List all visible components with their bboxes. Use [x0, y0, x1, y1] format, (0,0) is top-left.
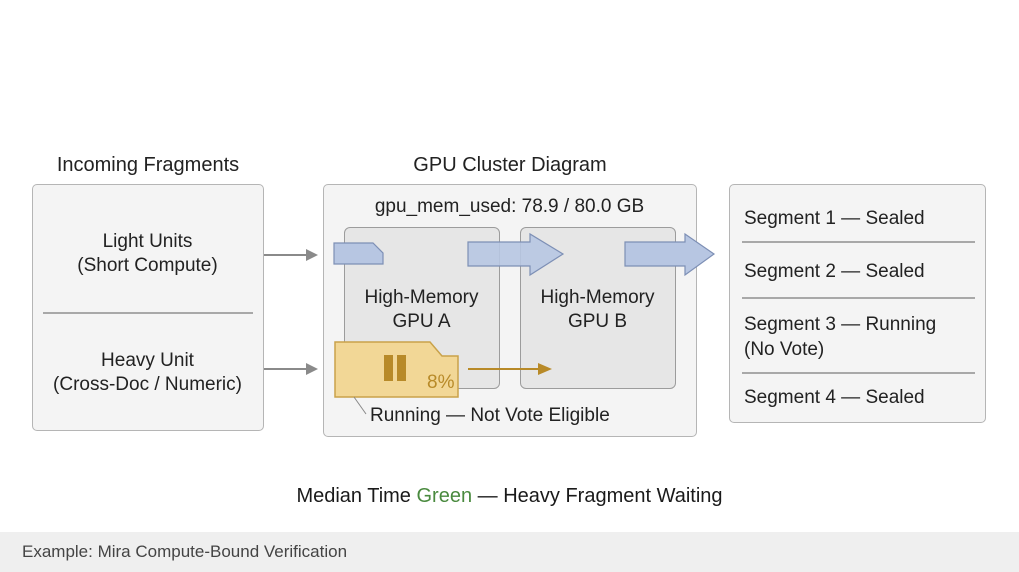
segment-2[interactable]: Segment 2 — Sealed	[744, 261, 925, 282]
light-units-subtitle: (Short Compute)	[77, 255, 218, 276]
heavy-unit-connector-arrow	[264, 363, 318, 375]
segment-divider-2	[742, 297, 975, 299]
gpu-memory-usage: gpu_mem_used: 78.9 / 80.0 GB	[374, 196, 645, 217]
pause-icon	[384, 355, 406, 381]
gpu-a-label: High-Memory GPU A	[345, 286, 498, 334]
gpu-cluster-title: GPU Cluster Diagram	[413, 154, 607, 176]
flow-arrow-gpu-a-to-gpu-b	[467, 232, 565, 277]
incoming-fragments-title: Incoming Fragments	[56, 154, 240, 176]
heavy-fragment-pending-arrow	[468, 363, 552, 375]
segment-divider-1	[742, 241, 975, 243]
incoming-divider	[43, 312, 253, 314]
heavy-fragment-token[interactable]	[334, 341, 464, 401]
caption-suffix: — Heavy Fragment Waiting	[472, 485, 723, 507]
light-fragment-token	[333, 242, 384, 265]
footer-bar: Example: Mira Compute-Bound Verification	[0, 532, 1019, 572]
footer-text: Example: Mira Compute-Bound Verification	[22, 542, 348, 561]
light-units-label: Light Units (Short Compute)	[33, 230, 262, 278]
fragment-status-label: Running — Not Vote Eligible	[370, 405, 610, 426]
segment-4[interactable]: Segment 4 — Sealed	[744, 387, 925, 408]
segments-panel: Segment 1 — Sealed Segment 2 — Sealed Se…	[729, 184, 986, 423]
gpu-b-label: High-Memory GPU B	[521, 286, 674, 334]
heavy-unit-label: Heavy Unit (Cross-Doc / Numeric)	[33, 349, 262, 397]
light-units-connector-arrow	[264, 249, 318, 261]
gpu-b-name: GPU B	[567, 311, 628, 332]
flow-arrow-gpu-b-to-segments	[624, 232, 716, 277]
diagram-caption: Median Time Green — Heavy Fragment Waiti…	[0, 485, 1019, 508]
gpu-b[interactable]: High-Memory GPU B	[520, 227, 676, 389]
segment-1[interactable]: Segment 1 — Sealed	[744, 208, 925, 229]
gpu-a-title: High-Memory	[364, 287, 479, 308]
heavy-unit-subtitle: (Cross-Doc / Numeric)	[53, 374, 242, 395]
gpu-b-title: High-Memory	[540, 287, 655, 308]
segment-divider-3	[742, 372, 975, 374]
segment-3-note: (No Vote)	[744, 339, 825, 360]
caption-prefix: Median Time	[296, 485, 417, 507]
gpu-a-name: GPU A	[392, 311, 451, 332]
light-units-title: Light Units	[102, 231, 193, 252]
segment-3[interactable]: Segment 3 — Running (No Vote)	[744, 312, 936, 362]
heavy-fragment-progress: 8%	[427, 372, 455, 393]
incoming-fragments-panel: Light Units (Short Compute) Heavy Unit (…	[32, 184, 264, 431]
caption-highlight: Green	[416, 485, 473, 507]
heavy-unit-title: Heavy Unit	[101, 350, 194, 371]
segment-3-status: Segment 3 — Running	[744, 314, 937, 335]
status-pointer-line	[353, 396, 367, 415]
